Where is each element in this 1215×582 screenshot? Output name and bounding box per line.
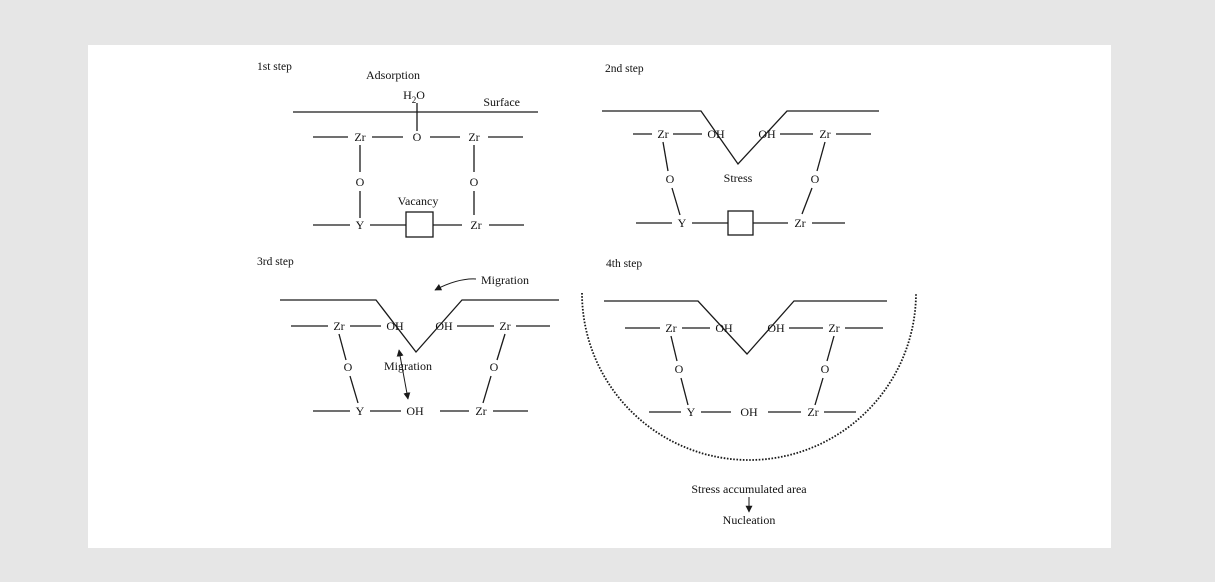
migration-arrow-top	[434, 278, 477, 291]
o-atom: O	[811, 172, 820, 186]
oh-group: OH	[767, 321, 785, 335]
zr-atom: Zr	[657, 127, 668, 141]
o-atom: O	[470, 175, 479, 189]
panel-step-4: 4th step Zr OH OH Zr O O Y OH Zr Stress …	[581, 258, 917, 527]
h2o-label: H2O	[403, 88, 425, 105]
migration-label: Migration	[384, 359, 432, 373]
adsorption-label: Adsorption	[366, 68, 420, 82]
nucleation-label: Nucleation	[723, 513, 776, 527]
panel-step-3: 3rd step Migration Zr OH OH Zr O O Migra…	[257, 256, 559, 418]
zr-atom: Zr	[828, 321, 839, 335]
zr-atom: Zr	[468, 130, 479, 144]
oh-group: OH	[386, 319, 404, 333]
oh-group: OH	[406, 404, 424, 418]
y-atom: Y	[356, 218, 365, 232]
o-atom: O	[821, 362, 830, 376]
step-2-header: 2nd step	[605, 63, 644, 75]
figure-canvas: 1st step Adsorption H2O Surface Zr O Zr …	[88, 45, 1111, 548]
step-1-header: 1st step	[257, 61, 292, 73]
surface-line-deformed	[602, 110, 879, 166]
o-atom: O	[344, 360, 353, 374]
zr-atom: Zr	[794, 216, 805, 230]
migration-arrow-vertical	[396, 349, 411, 400]
stress-accumulated-label: Stress accumulated area	[691, 482, 807, 496]
y-atom: Y	[678, 216, 687, 230]
oh-group: OH	[740, 405, 758, 419]
zr-atom: Zr	[499, 319, 510, 333]
y-atom: Y	[356, 404, 365, 418]
panel-step-2: 2nd step Zr OH OH Zr O Stress O Y Zr	[602, 63, 879, 236]
zr-atom: Zr	[354, 130, 365, 144]
zr-atom: Zr	[807, 405, 818, 419]
surface-label: Surface	[483, 95, 520, 109]
step-4-header: 4th step	[606, 258, 642, 270]
o-atom: O	[490, 360, 499, 374]
o-atom: O	[666, 172, 675, 186]
zr-atom: Zr	[475, 404, 486, 418]
mechanism-diagram: 1st step Adsorption H2O Surface Zr O Zr …	[257, 61, 917, 527]
surface-line-deformed	[280, 299, 559, 354]
vacancy-label: Vacancy	[398, 194, 439, 208]
y-atom: Y	[687, 405, 696, 419]
stress-label: Stress	[724, 171, 753, 185]
o-atom: O	[356, 175, 365, 189]
oh-group: OH	[715, 321, 733, 335]
zr-atom: Zr	[819, 127, 830, 141]
zr-atom: Zr	[470, 218, 481, 232]
surface-line-deformed	[604, 300, 887, 355]
oh-group: OH	[435, 319, 453, 333]
o-atom: O	[675, 362, 684, 376]
vacancy-box	[405, 211, 434, 238]
zr-atom: Zr	[333, 319, 344, 333]
o-atom: O	[413, 130, 422, 144]
oh-group: OH	[707, 127, 725, 141]
stress-region-boundary	[581, 292, 917, 461]
migration-label: Migration	[481, 273, 529, 287]
panel-step-1: 1st step Adsorption H2O Surface Zr O Zr …	[257, 61, 538, 238]
step-3-header: 3rd step	[257, 256, 294, 268]
vacancy-box	[727, 210, 754, 236]
oh-group: OH	[758, 127, 776, 141]
zr-atom: Zr	[665, 321, 676, 335]
